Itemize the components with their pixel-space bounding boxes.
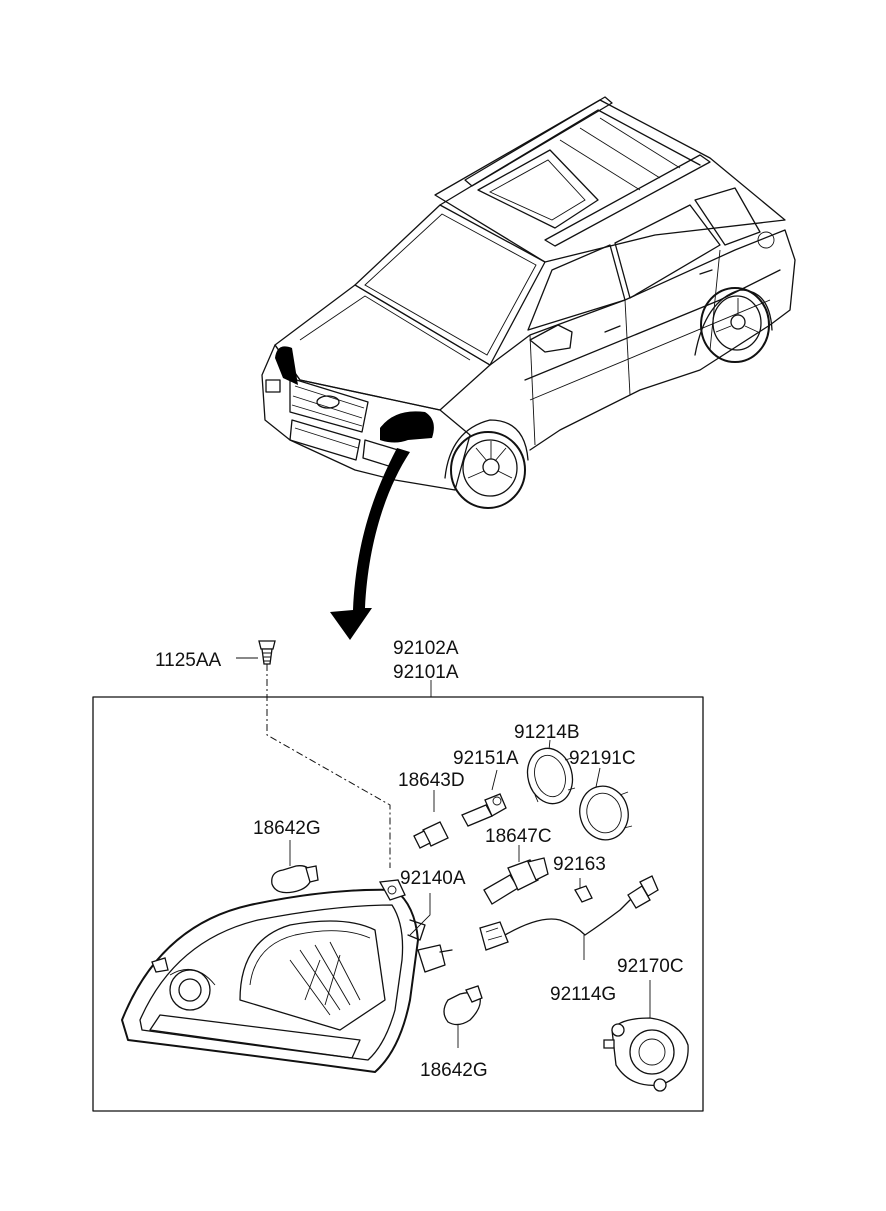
label-92101A: 92101A xyxy=(393,662,459,683)
label-92170C: 92170C xyxy=(617,956,684,977)
vehicle-illustration xyxy=(261,96,796,509)
bulb-18642G-top-icon xyxy=(271,865,319,894)
direction-arrow xyxy=(330,448,410,640)
assembly-box xyxy=(92,696,704,1112)
label-18643D: 18643D xyxy=(398,770,465,791)
label-92140A: 92140A xyxy=(400,868,466,889)
bulb-18642G-bottom-icon xyxy=(443,985,483,1026)
bulb-18643D-icon xyxy=(413,821,449,849)
bolt-1125AA-icon xyxy=(258,640,276,665)
bulb-92151A-icon xyxy=(461,793,507,827)
actuator-92170C-icon xyxy=(603,1017,689,1092)
headlamp-housing-icon xyxy=(121,879,453,1073)
label-18642G-bottom: 18642G xyxy=(420,1060,488,1081)
socket-92163-icon xyxy=(574,885,593,903)
harness-92114G-icon xyxy=(479,875,659,951)
label-92102A: 92102A xyxy=(393,638,459,659)
cap-91214B-icon xyxy=(526,747,576,805)
label-18647C: 18647C xyxy=(485,826,552,847)
label-91214B: 91214B xyxy=(514,722,580,743)
bulb-18647C-icon xyxy=(483,857,549,905)
label-92151A: 92151A xyxy=(453,748,519,769)
label-1125AA: 1125AA xyxy=(155,650,222,671)
label-92191C: 92191C xyxy=(569,748,636,769)
cap-92191C-icon xyxy=(579,785,633,841)
label-18642G-top: 18642G xyxy=(253,818,321,839)
label-92114G: 92114G xyxy=(550,984,616,1005)
label-92163: 92163 xyxy=(553,854,606,875)
